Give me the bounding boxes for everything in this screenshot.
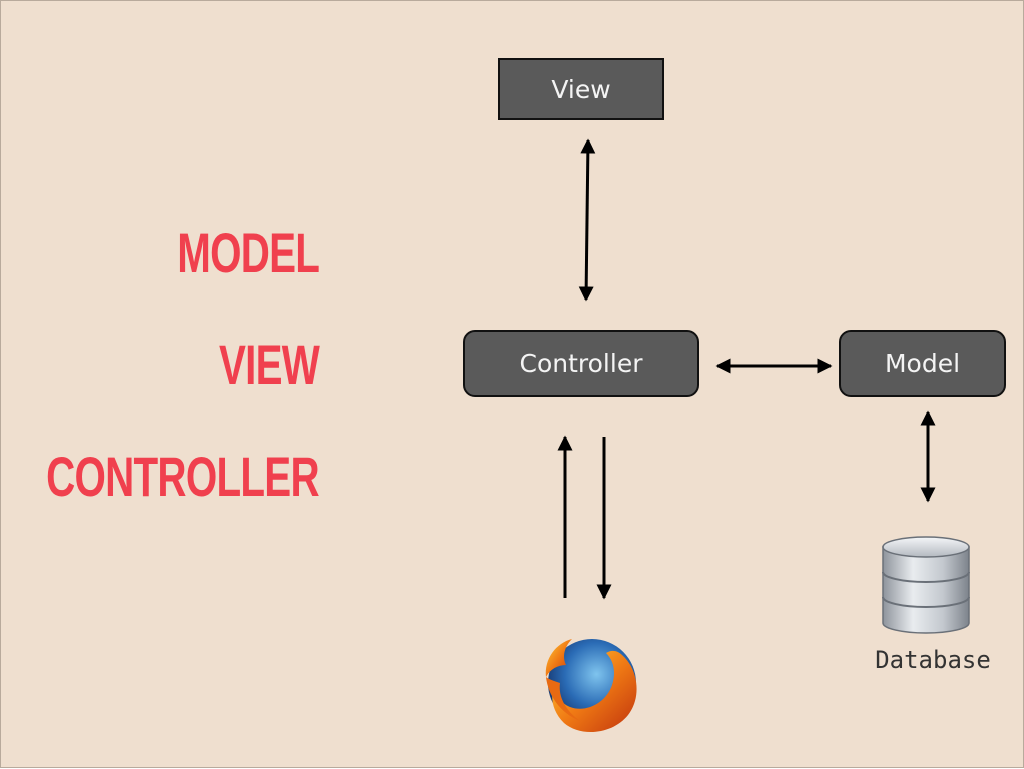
view-node: View [498,58,664,120]
title-word-controller: CONTROLLER [46,445,319,508]
controller-node: Controller [463,330,699,397]
firefox-browser-icon [536,631,644,739]
database-label: Database [875,646,991,674]
model-node: Model [839,330,1006,397]
title-word-model: MODEL [177,221,320,284]
title-word-view: VIEW [218,333,320,396]
arrow-view-controller [578,138,596,302]
database-icon [879,535,973,637]
